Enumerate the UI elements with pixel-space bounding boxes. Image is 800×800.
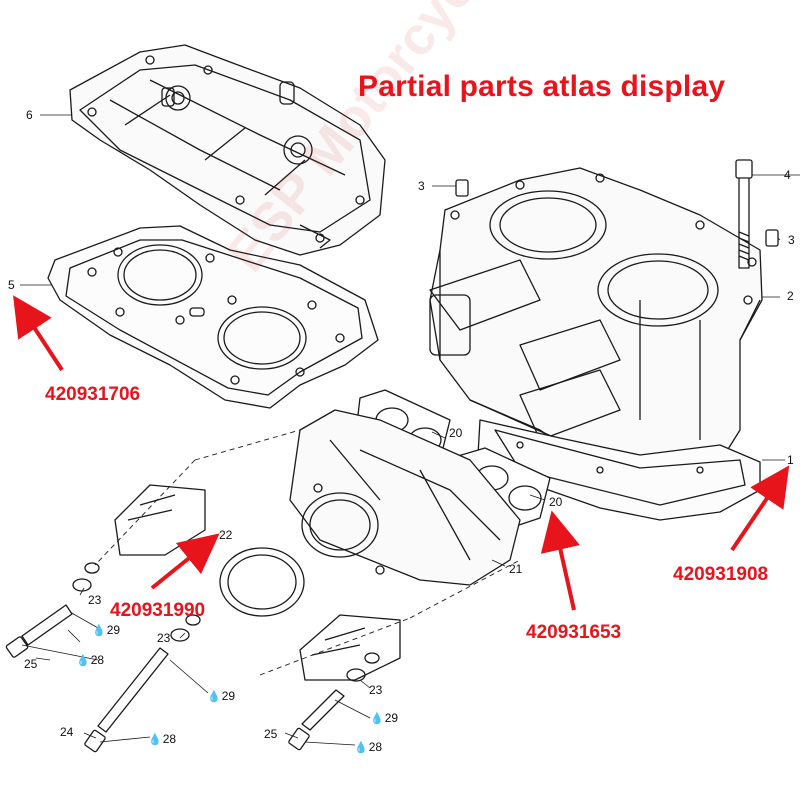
callout-24: 24 bbox=[60, 725, 74, 739]
callout-5: 5 bbox=[8, 278, 15, 292]
page-title: Partial parts atlas display bbox=[358, 70, 726, 103]
callout-25-a: 25 bbox=[24, 657, 38, 671]
alignment-lines bbox=[94, 429, 521, 676]
torque-mark-29-c: 💧29 bbox=[370, 711, 399, 725]
torque-mark-28-b: 💧28 bbox=[148, 732, 177, 746]
fasteners bbox=[5, 562, 380, 753]
oil-drop-icon: 💧 bbox=[76, 655, 90, 667]
leader-lines bbox=[20, 114, 785, 746]
callout-23-b: 23 bbox=[157, 631, 171, 645]
part-number-exhaust-gasket-22: 420931990 bbox=[110, 600, 206, 621]
callout-3-left: 3 bbox=[418, 179, 425, 193]
oil-drop-icon: 💧 bbox=[148, 734, 162, 746]
callout-25-b: 25 bbox=[264, 727, 278, 741]
callout-4: 4 bbox=[784, 168, 791, 182]
callout-21: 21 bbox=[509, 562, 523, 576]
torque-mark-28-a: 💧28 bbox=[76, 653, 105, 667]
callout-6: 6 bbox=[26, 108, 33, 122]
callout-20-lower: 20 bbox=[549, 495, 563, 509]
callout-2: 2 bbox=[787, 289, 794, 303]
exhaust-gasket-22 bbox=[219, 547, 305, 617]
callout-arrows bbox=[13, 295, 790, 611]
oil-drop-icon: 💧 bbox=[207, 691, 221, 703]
torque-mark-28-c: 💧28 bbox=[354, 740, 383, 754]
part-number-head-gasket: 420931706 bbox=[45, 384, 141, 405]
dowel-pins bbox=[455, 179, 779, 247]
part-number-base-gasket: 420931908 bbox=[673, 564, 769, 585]
torque-mark-29-b: 💧29 bbox=[207, 689, 236, 703]
callout-3-right: 3 bbox=[788, 233, 795, 247]
callout-23-a: 23 bbox=[88, 593, 102, 607]
exhaust-manifold bbox=[289, 409, 521, 586]
oil-drop-icon: 💧 bbox=[354, 742, 368, 754]
part-number-exhaust-gasket-20: 420931653 bbox=[526, 622, 622, 643]
mounting-brackets bbox=[114, 484, 401, 681]
callout-22: 22 bbox=[219, 528, 233, 542]
cylinder-bolt bbox=[735, 159, 800, 269]
callout-20-upper: 20 bbox=[449, 426, 463, 440]
callout-23-c: 23 bbox=[369, 683, 383, 697]
oil-drop-icon: 💧 bbox=[370, 713, 384, 725]
head-gasket bbox=[47, 225, 379, 409]
oil-drop-icon: 💧 bbox=[92, 625, 106, 637]
cylinder-head-cover bbox=[69, 44, 386, 256]
callout-1: 1 bbox=[787, 453, 794, 467]
torque-mark-29-a: 💧29 bbox=[92, 623, 121, 637]
